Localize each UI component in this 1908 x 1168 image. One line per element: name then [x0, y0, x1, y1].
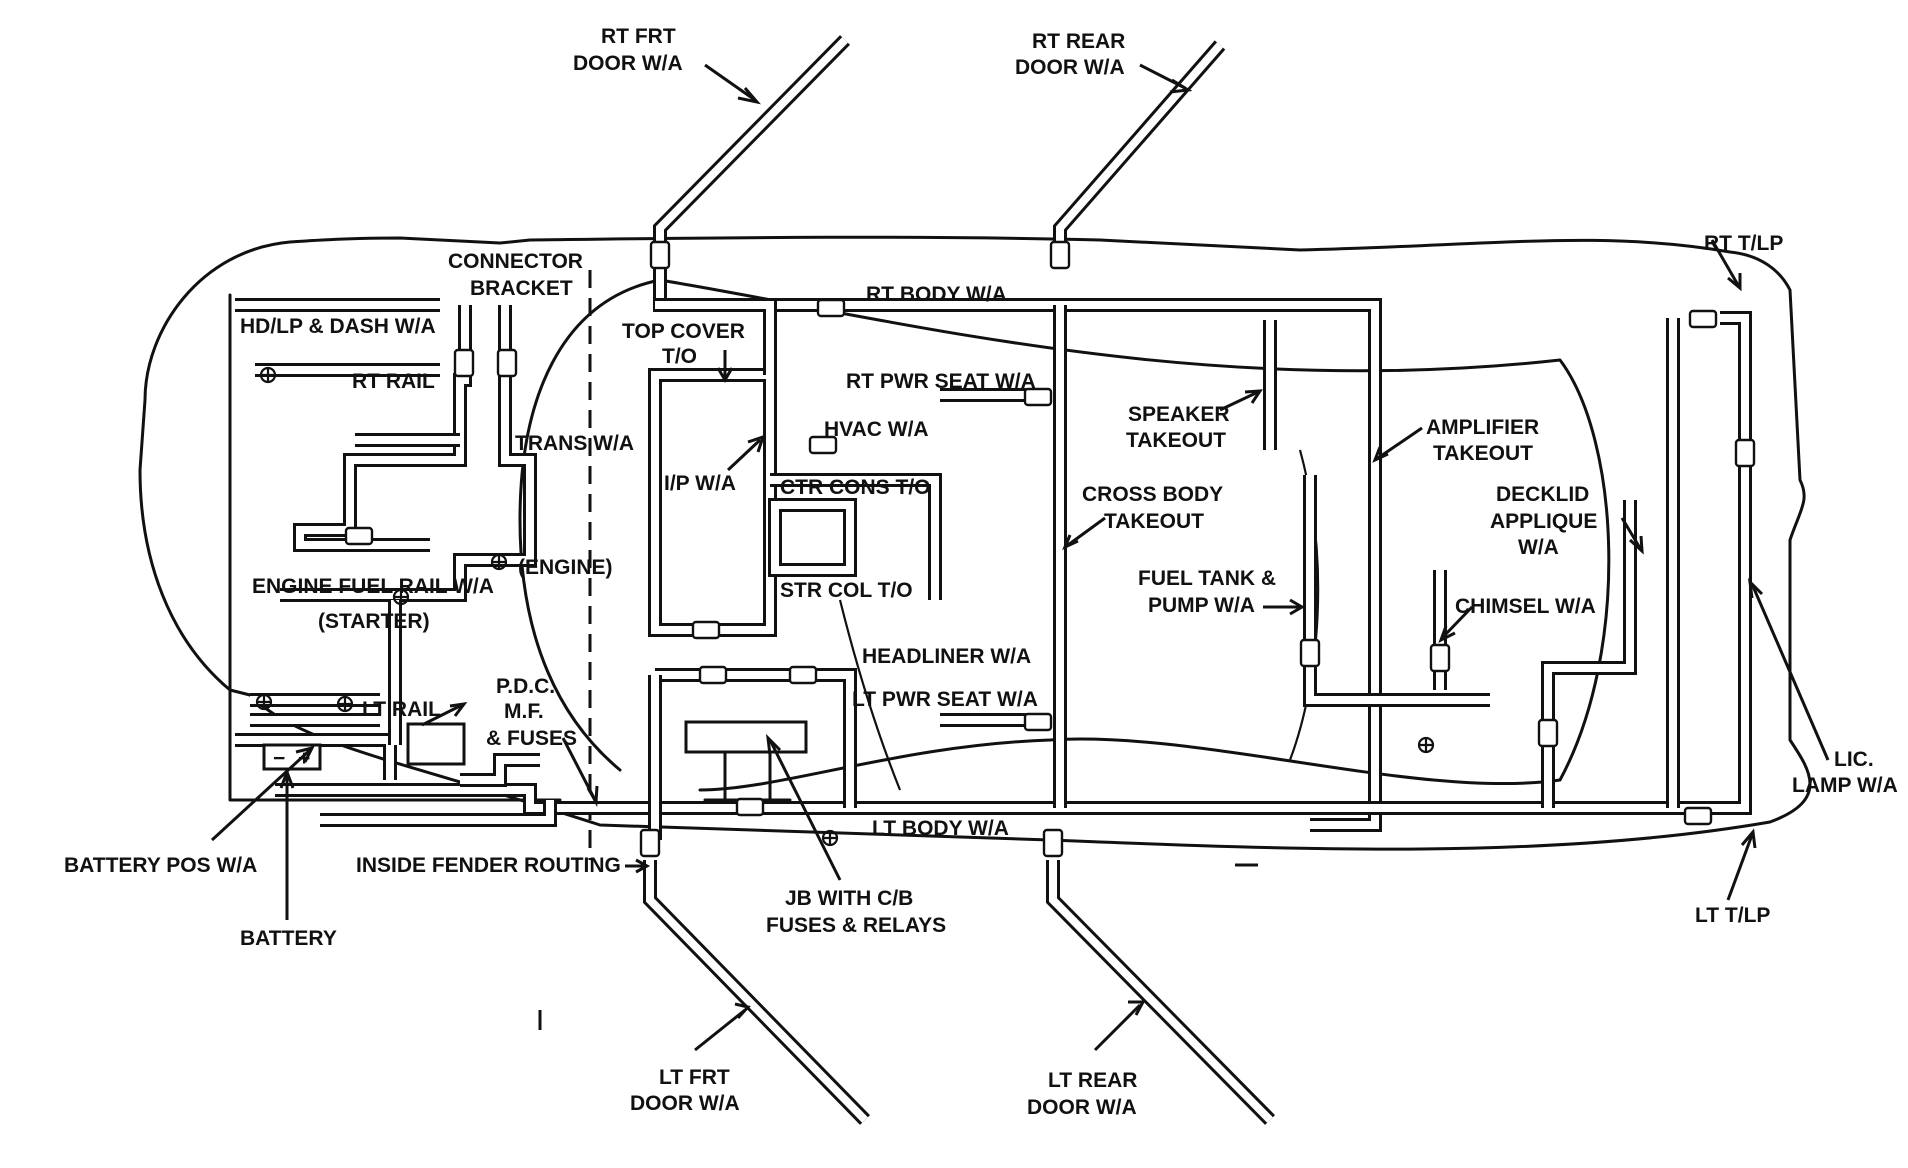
- label-lt-rear-door-2: DOOR W/A: [1027, 1096, 1137, 1119]
- label-connector-bracket-1: CONNECTOR: [448, 250, 583, 273]
- pdc-box: [406, 722, 466, 766]
- label-rt-pwr-seat: RT PWR SEAT W/A: [846, 370, 1036, 393]
- label-pdc-3: & FUSES: [486, 727, 577, 750]
- junction-block: [684, 720, 808, 754]
- battery-neg-sign: −: [273, 747, 285, 770]
- diagram-labels: RT FRT DOOR W/A RT REAR DOOR W/A CONNECT…: [64, 25, 1898, 1119]
- label-fuel-tank-2: PUMP W/A: [1148, 594, 1255, 617]
- label-cross-body-2: TAKEOUT: [1104, 510, 1204, 533]
- label-connector-bracket-2: BRACKET: [470, 277, 573, 300]
- label-decklid-2: APPLIQUE: [1490, 510, 1597, 533]
- label-rt-rear-door-2: DOOR W/A: [1015, 56, 1125, 79]
- label-decklid-1: DECKLID: [1496, 483, 1589, 506]
- label-ip: I/P W/A: [664, 472, 736, 495]
- label-rt-rear-door-1: RT REAR: [1032, 30, 1125, 53]
- label-lic-lamp-2: LAMP W/A: [1792, 774, 1898, 797]
- label-top-cover-1: TOP COVER: [622, 320, 745, 343]
- label-hd-lp-dash: HD/LP & DASH W/A: [240, 315, 436, 338]
- label-rt-body: RT BODY W/A: [866, 283, 1007, 306]
- label-trans: TRANS W/A: [515, 432, 634, 455]
- label-amplifier-2: TAKEOUT: [1433, 442, 1533, 465]
- label-decklid-3: W/A: [1518, 536, 1559, 559]
- cabin-outline-front: [518, 278, 662, 772]
- label-starter: (STARTER): [318, 610, 430, 633]
- label-lt-frt-door-1: LT FRT: [659, 1066, 730, 1089]
- car-body-outline: [138, 235, 1812, 851]
- label-str-col: STR COL T/O: [780, 579, 913, 602]
- lt-pwr-seat-curve: [838, 599, 902, 791]
- label-jb-1: JB WITH C/B: [785, 887, 913, 910]
- label-lt-rear-door-1: LT REAR: [1048, 1069, 1137, 1092]
- label-jb-2: FUSES & RELAYS: [766, 914, 946, 937]
- label-headliner: HEADLINER W/A: [862, 645, 1031, 668]
- label-ctr-cons: CTR CONS T/O: [780, 476, 931, 499]
- label-amplifier-1: AMPLIFIER: [1426, 416, 1539, 439]
- ground-symbols: [255, 366, 1435, 847]
- label-inside-fender: INSIDE FENDER ROUTING: [356, 854, 621, 877]
- label-top-cover-2: T/O: [662, 345, 697, 368]
- label-lt-pwr-seat: LT PWR SEAT W/A: [852, 688, 1038, 711]
- label-fuel-tank-1: FUEL TANK &: [1138, 567, 1276, 590]
- label-hvac: HVAC W/A: [824, 418, 929, 441]
- label-speaker-2: TAKEOUT: [1126, 429, 1226, 452]
- label-battery: BATTERY: [240, 927, 337, 950]
- connectors: [344, 240, 1756, 858]
- label-battery-pos: BATTERY POS W/A: [64, 854, 257, 877]
- label-lt-body: LT BODY W/A: [872, 817, 1009, 840]
- leader-arrows: [210, 63, 1830, 1052]
- label-engine-fuel-rail: ENGINE FUEL RAIL W/A: [252, 575, 494, 598]
- label-rt-rail: RT RAIL: [352, 370, 435, 393]
- label-speaker-1: SPEAKER: [1128, 403, 1230, 426]
- label-pdc-1: P.D.C.: [496, 675, 555, 698]
- label-lt-frt-door-2: DOOR W/A: [630, 1092, 740, 1115]
- label-engine: (ENGINE): [518, 556, 613, 579]
- label-chimsel: CHIMSEL W/A: [1455, 595, 1596, 618]
- label-lt-tlp: LT T/LP: [1695, 904, 1770, 927]
- label-pdc-2: M.F.: [504, 700, 544, 723]
- label-cross-body-1: CROSS BODY: [1082, 483, 1223, 506]
- headliner-outline: [658, 278, 1611, 792]
- harness-lines: [235, 35, 1752, 1125]
- label-rt-tlp: RT T/LP: [1704, 232, 1783, 255]
- label-rt-frt-door-2: DOOR W/A: [573, 52, 683, 75]
- engine-compartment: [228, 293, 562, 802]
- label-rt-frt-door-1: RT FRT: [601, 25, 676, 48]
- label-lt-rail: LT RAIL: [362, 698, 441, 721]
- jb-bracket: [703, 750, 792, 802]
- label-lic-lamp-1: LIC.: [1834, 748, 1874, 771]
